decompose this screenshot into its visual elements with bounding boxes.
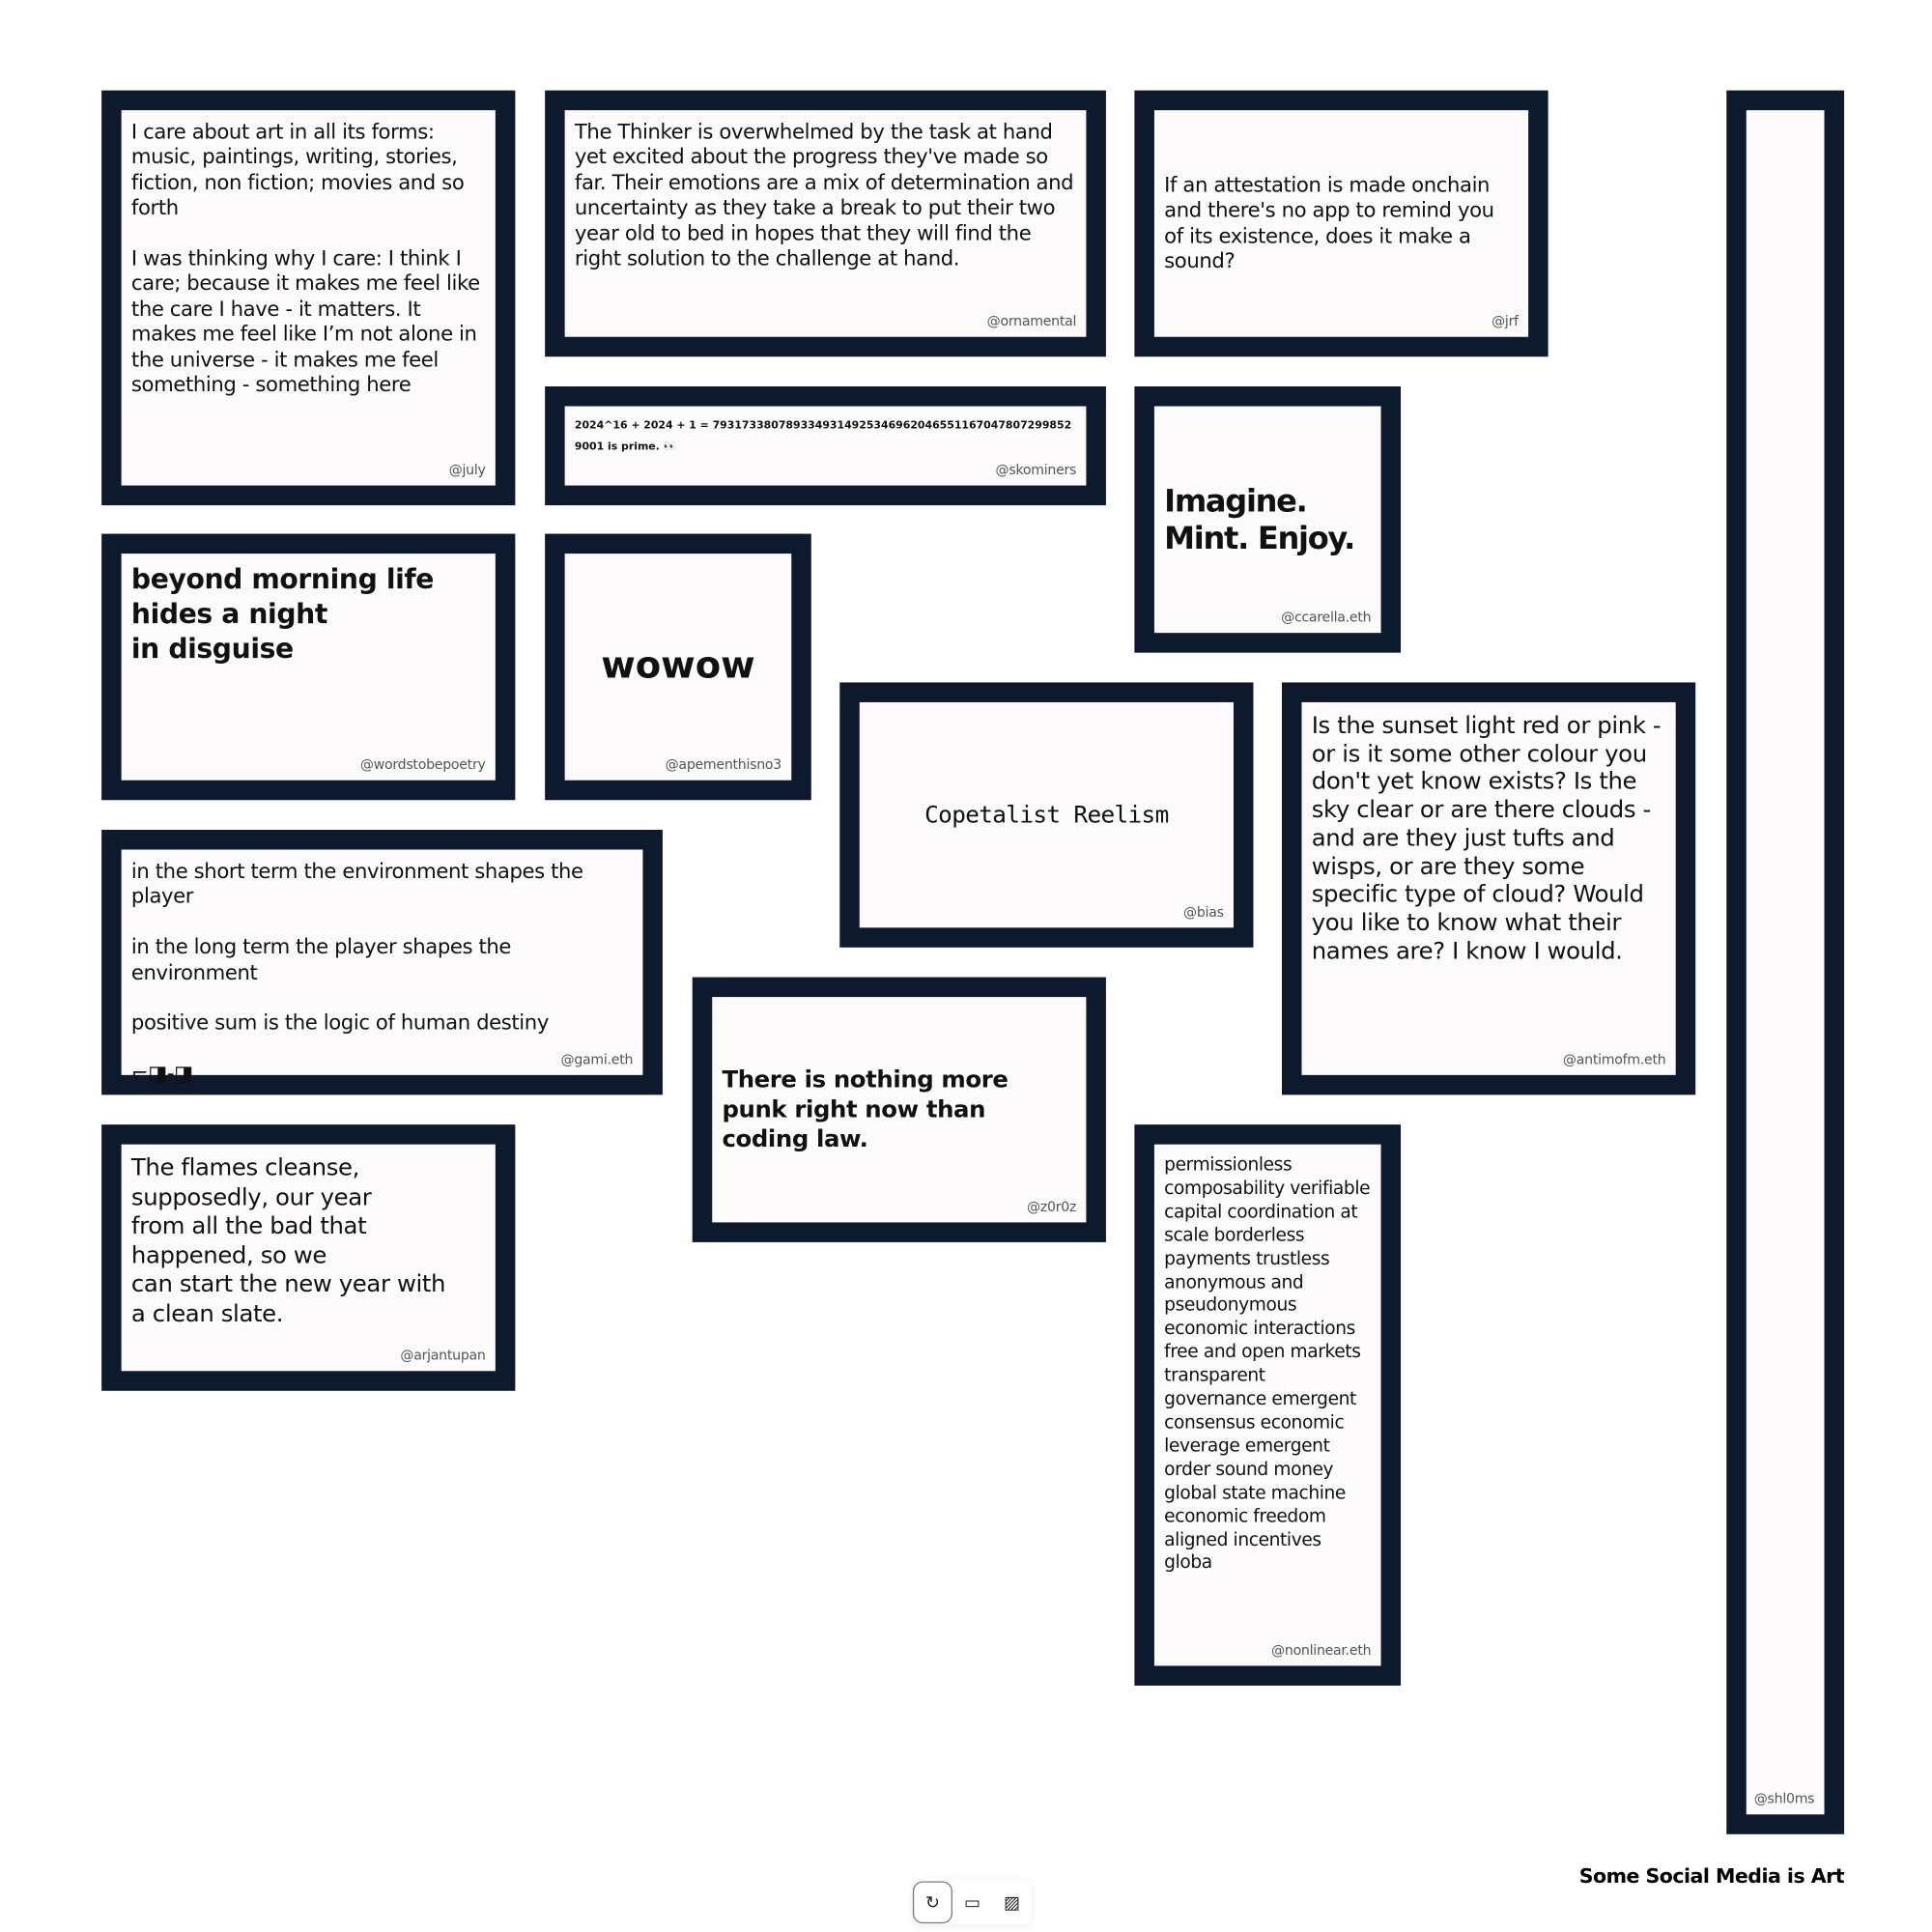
monitor-icon: ▭ bbox=[963, 1891, 980, 1912]
post-text: wowow bbox=[575, 554, 781, 781]
post-author: @ornamental bbox=[986, 313, 1077, 330]
post-card[interactable]: 2024^16 + 2024 + 1 = 7931733807893349314… bbox=[545, 386, 1106, 506]
post-author: @arjantupan bbox=[400, 1347, 486, 1364]
post-card[interactable]: beyond morning life hides a night in dis… bbox=[101, 533, 516, 801]
post-card[interactable]: The flames cleanse, supposedly, our year… bbox=[101, 1124, 516, 1391]
post-text-content: wowow bbox=[601, 644, 755, 688]
post-author: @nonlinear.eth bbox=[1271, 1642, 1372, 1659]
post-author: @jrf bbox=[1492, 313, 1519, 330]
post-text-content: Copetalist Reelism bbox=[924, 801, 1169, 829]
refresh-button[interactable]: ↻ bbox=[912, 1881, 952, 1924]
post-text: Copetalist Reelism bbox=[869, 702, 1224, 927]
post-text-content: There is nothing more punk right now tha… bbox=[722, 1065, 1009, 1153]
page-title: Some Social Media is Art bbox=[1578, 1863, 1845, 1888]
post-card[interactable]: There is nothing more punk right now tha… bbox=[692, 977, 1106, 1242]
post-text: The Thinker is overwhelmed by the task a… bbox=[574, 120, 1074, 270]
post-text: permissionless composability verifiable … bbox=[1164, 1155, 1371, 1574]
post-author: @z0r0z bbox=[1027, 1199, 1077, 1215]
post-author: @ccarella.eth bbox=[1281, 609, 1372, 626]
post-author: @apementhisno3 bbox=[665, 756, 782, 774]
post-author: @july bbox=[448, 462, 486, 478]
post-author: @wordstobepoetry bbox=[359, 756, 486, 774]
post-text-content: Imagine. Mint. Enjoy. bbox=[1164, 482, 1355, 556]
post-text: If an attestation is made onchain and th… bbox=[1164, 110, 1519, 337]
post-text: 2024^16 + 2024 + 1 = 7931733807893349314… bbox=[574, 419, 1072, 454]
post-card[interactable]: in the short term the environment shapes… bbox=[101, 830, 663, 1095]
post-author: @gami.eth bbox=[560, 1051, 634, 1068]
post-text: beyond morning life hides a night in dis… bbox=[130, 564, 435, 666]
post-card[interactable]: The Thinker is overwhelmed by the task a… bbox=[545, 90, 1106, 357]
post-card[interactable]: wowow @apementhisno3 bbox=[545, 533, 811, 801]
post-text-content: If an attestation is made onchain and th… bbox=[1164, 173, 1494, 272]
post-text: There is nothing more punk right now tha… bbox=[722, 997, 1076, 1222]
post-author: @bias bbox=[1183, 903, 1224, 921]
post-text: Imagine. Mint. Enjoy. bbox=[1164, 407, 1371, 634]
post-card[interactable]: @shl0ms bbox=[1726, 90, 1845, 1834]
post-text: The flames cleanse, supposedly, our year… bbox=[130, 1153, 446, 1327]
refresh-icon: ↻ bbox=[924, 1891, 940, 1912]
post-card[interactable]: If an attestation is made onchain and th… bbox=[1134, 90, 1548, 357]
toolbar: ↻ ▭ ▨ bbox=[912, 1880, 1032, 1925]
post-text: Is the sunset light red or pink - or is … bbox=[1311, 712, 1662, 965]
post-card[interactable]: Is the sunset light red or pink - or is … bbox=[1281, 682, 1696, 1095]
post-card[interactable]: Copetalist Reelism @bias bbox=[839, 682, 1254, 948]
post-author: @antimofm.eth bbox=[1562, 1051, 1666, 1068]
post-text: I care about art in all its forms: music… bbox=[130, 120, 480, 397]
display-button[interactable]: ▭ bbox=[952, 1882, 992, 1924]
image-button[interactable]: ▨ bbox=[992, 1882, 1032, 1924]
post-card[interactable]: permissionless composability verifiable … bbox=[1134, 1124, 1402, 1686]
image-icon: ▨ bbox=[1003, 1891, 1020, 1912]
post-author: @skominers bbox=[995, 462, 1077, 478]
post-author: @shl0ms bbox=[1753, 1790, 1815, 1807]
post-text: in the short term the environment shapes… bbox=[130, 859, 583, 1086]
post-card[interactable]: I care about art in all its forms: music… bbox=[101, 90, 516, 506]
post-card[interactable]: Imagine. Mint. Enjoy. @ccarella.eth bbox=[1134, 386, 1402, 653]
